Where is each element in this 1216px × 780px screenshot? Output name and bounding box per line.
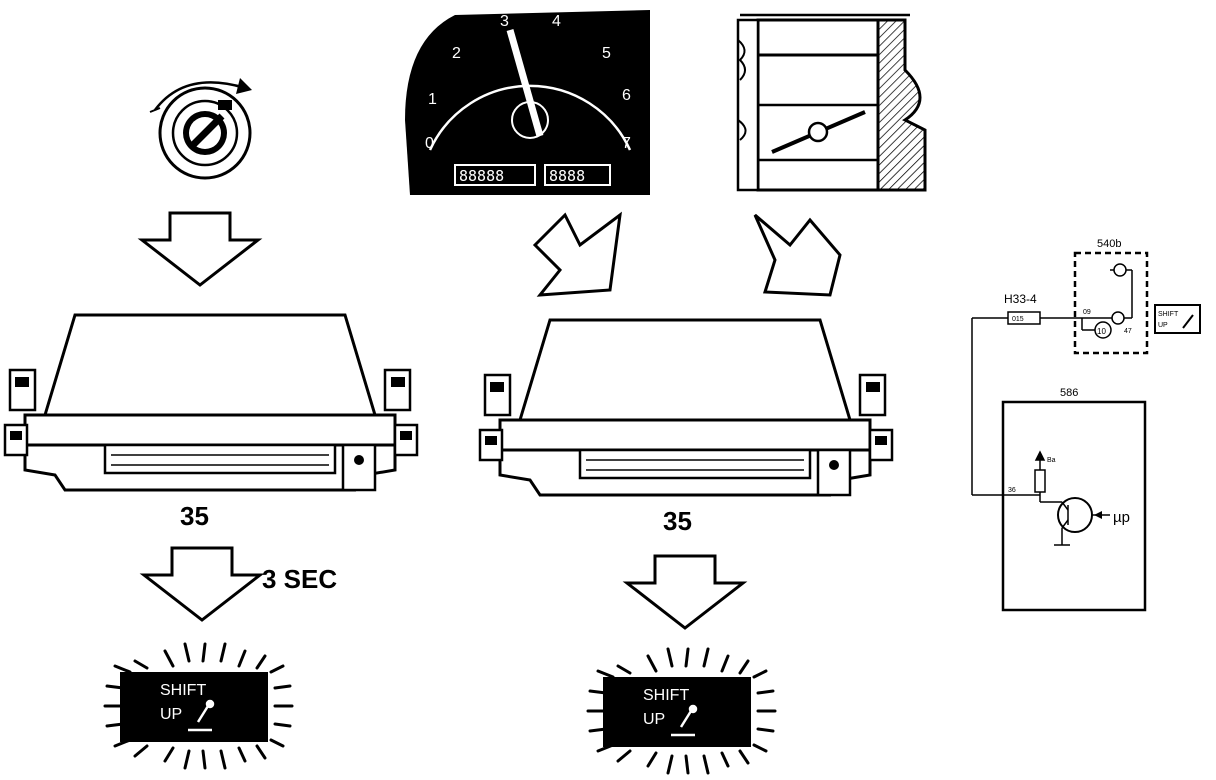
ignition-switch-icon	[149, 78, 252, 180]
delay-label: 3 SEC	[262, 564, 337, 594]
speedo-tick-3: 3	[500, 13, 509, 30]
odometer-left: 88888	[459, 167, 504, 185]
gear-lever-icon	[1182, 314, 1194, 329]
speedo-tick-1: 1	[428, 91, 437, 108]
speedo-tick-0: 0	[425, 135, 434, 152]
ecu-right-label: 35	[663, 506, 692, 536]
arrow-down-left-icon	[137, 211, 263, 287]
fuse-label: H33-4	[1004, 292, 1037, 306]
ecu-right	[478, 318, 894, 497]
lamp-left-line1: SHIFT	[160, 682, 206, 699]
pin-circle-label: 10	[1097, 327, 1106, 336]
speedo-tick-6: 6	[622, 87, 631, 104]
bulb-icon	[1111, 311, 1125, 325]
speedo-tick-4: 4	[552, 13, 561, 30]
ecu-left-label: 35	[180, 501, 209, 531]
lamp-right-line2: UP	[643, 711, 665, 728]
speedo-tick-5: 5	[602, 45, 611, 62]
pin-top-label: 09	[1083, 309, 1091, 316]
shift-up-lamp-left: SHIFT UP	[103, 642, 294, 770]
speedometer: 0 1 2 3 4 5 6 7 88888 8888	[405, 10, 650, 195]
fuse-value: 015	[1012, 316, 1024, 323]
gear-lever-icon	[188, 699, 215, 732]
pin-right-label: 47	[1124, 328, 1132, 335]
throttle-body-icon	[736, 13, 927, 192]
arrow-down-right-lower-icon	[622, 554, 748, 630]
lamp-right-line1: SHIFT	[643, 687, 689, 704]
instrument-box	[1073, 251, 1149, 355]
speedometer-needle	[506, 29, 544, 137]
arrow-diagonal-left-icon	[753, 213, 842, 297]
control-unit-label: 586	[1060, 387, 1078, 399]
shift-up-lamp-right: SHIFT UP	[586, 647, 777, 775]
arrow-down-left-lower-icon	[139, 546, 265, 622]
resistor-label: Ba	[1047, 457, 1056, 464]
shift-up-symbol-box	[1154, 304, 1201, 334]
lamp-left-line2: UP	[160, 706, 182, 723]
bulb-icon	[1113, 263, 1127, 277]
odometer-right: 8888	[549, 167, 585, 185]
instrument-box-label: 540b	[1097, 238, 1121, 250]
control-unit-box	[1001, 400, 1147, 612]
speedo-tick-2: 2	[452, 45, 461, 62]
ecu-left	[3, 313, 419, 492]
arrow-diagonal-right-icon	[532, 211, 622, 297]
speedo-tick-7: 7	[622, 135, 631, 152]
gear-lever-icon	[671, 704, 698, 737]
wiring-schematic: 540b 10 09 47 SHIFT UP H33-4 015	[971, 238, 1201, 612]
schematic-lamp-line2: UP	[1158, 322, 1168, 329]
pin-bottom-label: 36	[1008, 487, 1016, 494]
schematic-lamp-line1: SHIFT	[1158, 311, 1179, 318]
microprocessor-label: µp	[1113, 509, 1130, 526]
